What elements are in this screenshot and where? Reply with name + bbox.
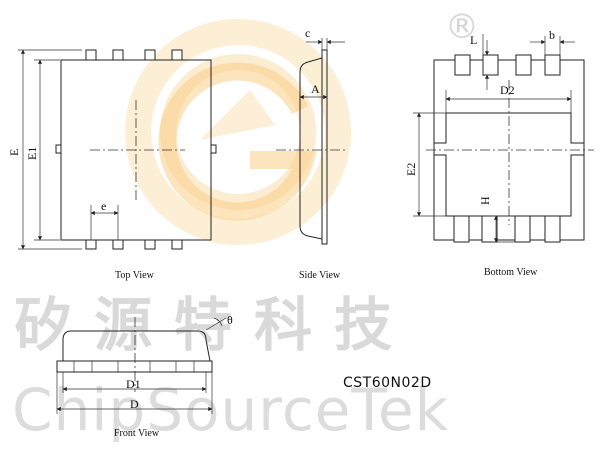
dim-label-E: E bbox=[7, 149, 21, 156]
caption-front-view: Front View bbox=[114, 428, 160, 439]
part-number: CST60N02D bbox=[343, 375, 432, 391]
dim-label-e: e bbox=[101, 199, 106, 213]
caption-bottom-view: Bottom View bbox=[484, 267, 538, 278]
dim-label-A: A bbox=[311, 82, 320, 96]
caption-side-view: Side View bbox=[299, 270, 341, 281]
watermark-chinese: 矽源特科技 bbox=[14, 291, 414, 359]
dim-label-E2: E2 bbox=[404, 163, 418, 176]
bottom-view bbox=[413, 34, 594, 243]
dim-label-E1: E1 bbox=[25, 147, 39, 160]
front-view bbox=[56, 317, 227, 414]
dim-label-c: c bbox=[305, 26, 310, 40]
registered-mark: ® bbox=[445, 7, 479, 47]
dim-label-b: b bbox=[549, 28, 555, 42]
dim-label-theta: θ bbox=[227, 313, 233, 327]
dim-label-D2: D2 bbox=[500, 83, 515, 97]
caption-top-view: Top View bbox=[115, 270, 155, 281]
top-view bbox=[18, 49, 217, 250]
dim-label-D: D bbox=[130, 397, 139, 411]
brand-logo-watermark bbox=[125, 19, 351, 245]
side-view bbox=[276, 38, 345, 245]
dim-label-L: L bbox=[470, 33, 477, 47]
dim-label-H: H bbox=[478, 196, 492, 205]
dim-label-D1: D1 bbox=[126, 377, 141, 391]
